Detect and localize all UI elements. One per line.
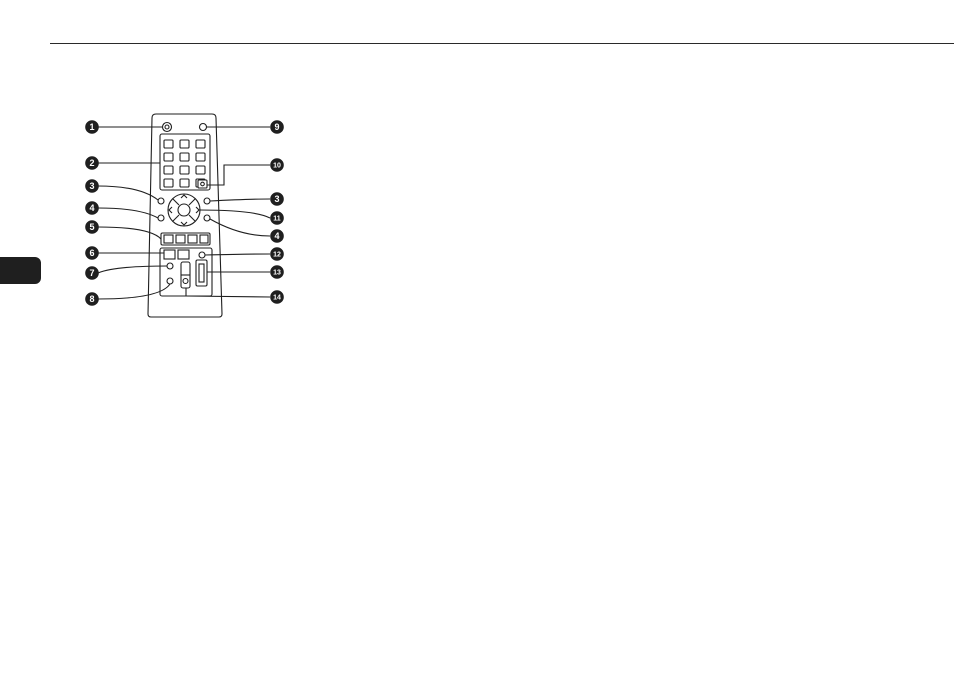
callout-14: 14 <box>270 290 284 304</box>
menu-button-left <box>158 198 164 204</box>
svg-text:13: 13 <box>273 270 281 277</box>
keypad-key <box>164 153 173 161</box>
callout-4-left: 4 <box>85 201 99 215</box>
svg-text:9: 9 <box>274 122 279 132</box>
function-key <box>164 235 173 243</box>
callout-2: 2 <box>85 156 99 170</box>
svg-text:3: 3 <box>89 181 94 191</box>
dpad-up-arrow <box>181 195 187 198</box>
mode-key <box>178 250 189 259</box>
dpad-down-arrow <box>181 222 187 225</box>
callout-6: 6 <box>85 246 99 260</box>
svg-text:4: 4 <box>274 231 279 241</box>
svg-text:3: 3 <box>274 194 279 204</box>
power-button <box>163 123 172 132</box>
dpad-left-arrow <box>169 207 172 213</box>
keypad-key <box>164 179 173 187</box>
left-callouts: 1 2 3 4 5 6 7 8 <box>85 120 99 306</box>
svg-text:12: 12 <box>273 252 281 259</box>
callout-3-left: 3 <box>85 179 99 193</box>
dpad-right-arrow <box>196 207 199 213</box>
callout-9: 9 <box>270 120 284 134</box>
top-right-button <box>200 124 207 131</box>
right-callouts: 9 10 3 11 4 12 13 14 <box>270 120 284 304</box>
dpad-center <box>178 204 190 216</box>
callout-3-right: 3 <box>270 192 284 206</box>
svg-text:6: 6 <box>89 248 94 258</box>
keypad-key <box>180 179 189 187</box>
svg-text:2: 2 <box>89 158 94 168</box>
svg-text:5: 5 <box>89 222 94 232</box>
callout-12: 12 <box>270 247 284 261</box>
callout-1: 1 <box>85 120 99 134</box>
callout-11: 11 <box>270 211 284 225</box>
power-button-inner <box>165 125 169 129</box>
keypad-key <box>164 166 173 174</box>
lower-button-a <box>167 263 173 269</box>
callout-10: 10 <box>270 158 284 172</box>
svg-text:14: 14 <box>273 295 281 302</box>
function-key <box>188 235 197 243</box>
function-key <box>176 235 185 243</box>
mute-button <box>199 252 205 258</box>
callout-7: 7 <box>85 266 99 280</box>
keypad-key <box>196 153 205 161</box>
keypad-key <box>180 140 189 148</box>
keypad-key <box>196 166 205 174</box>
menu-button-right <box>204 198 210 204</box>
lower-button-b <box>167 278 173 284</box>
keypad-key <box>180 166 189 174</box>
mode-key <box>164 250 175 259</box>
keypad-key <box>196 140 205 148</box>
keypad-key <box>180 153 189 161</box>
callout-5: 5 <box>85 220 99 234</box>
svg-text:11: 11 <box>273 216 281 223</box>
svg-text:8: 8 <box>89 294 94 304</box>
svg-text:7: 7 <box>89 268 94 278</box>
callout-4-right: 4 <box>270 229 284 243</box>
callout-8: 8 <box>85 292 99 306</box>
callout-13: 13 <box>270 265 284 279</box>
svg-text:10: 10 <box>273 163 281 170</box>
back-button-right <box>204 215 210 221</box>
back-button-left <box>158 215 164 221</box>
keypad-key <box>164 140 173 148</box>
dpad-ring <box>168 194 200 226</box>
svg-text:1: 1 <box>89 122 94 132</box>
function-key <box>200 235 208 243</box>
svg-text:4: 4 <box>89 203 94 213</box>
